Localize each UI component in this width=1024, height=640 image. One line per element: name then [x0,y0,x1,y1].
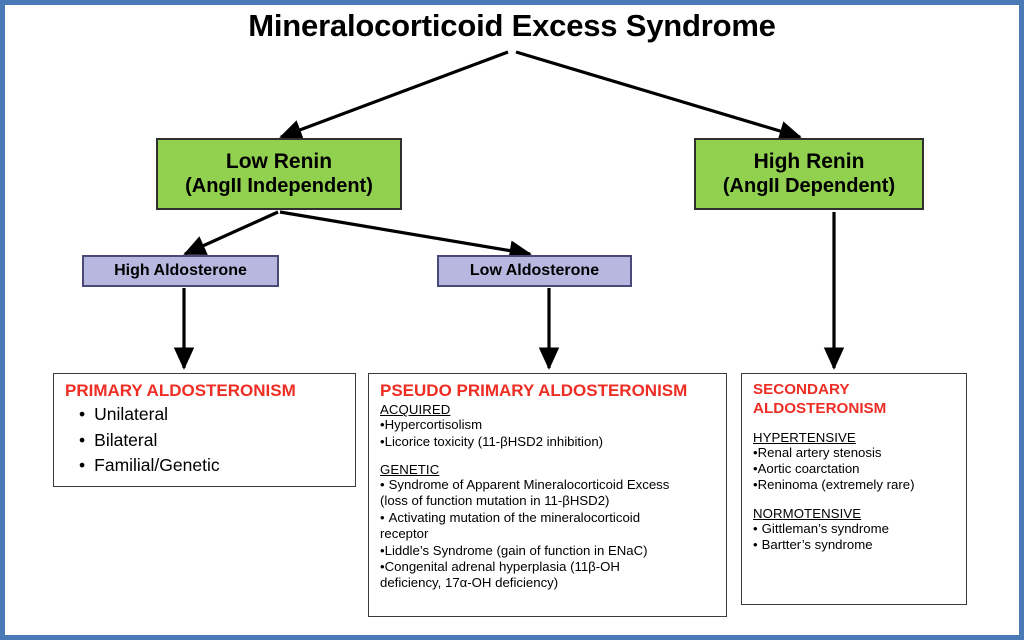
node-low-renin[interactable]: Low Renin (AngII Independent) [156,138,402,210]
node-primary-aldosteronism[interactable]: PRIMARY ALDOSTERONISM Unilateral Bilater… [53,373,356,487]
high-renin-line2: (AngII Dependent) [722,174,896,197]
list-item: Hypercortisolism [380,417,717,433]
normotensive-heading: NORMOTENSIVE [753,505,862,521]
genetic-heading: GENETIC [380,462,440,478]
list-item-cont: receptor [380,526,429,542]
list-item: Activating mutation of the mineralocorti… [380,510,717,526]
list-item: Bartter’s syndrome [753,537,957,553]
low-aldosterone-label: Low Aldosterone [469,262,600,279]
secondary-heading-line1: SECONDARY [753,381,850,398]
acquired-heading: ACQUIRED [380,402,451,418]
node-secondary-aldosteronism[interactable]: SECONDARY ALDOSTERONISM HYPERTENSIVE Ren… [741,373,967,605]
pseudo-heading: PSEUDO PRIMARY ALDOSTERONISM [380,381,688,400]
node-low-aldosterone[interactable]: Low Aldosterone [437,255,632,287]
hypertensive-heading: HYPERTENSIVE [753,429,856,445]
list-item: Licorice toxicity (11-βHSD2 inhibition) [380,434,717,450]
list-item: Congenital adrenal hyperplasia (11β-OH [380,559,717,575]
primary-list: Unilateral Bilateral Familial/Genetic [65,402,346,478]
list-item: Reninoma (extremely rare) [753,477,957,493]
high-aldosterone-label: High Aldosterone [114,262,247,279]
low-renin-line2: (AngII Independent) [185,174,373,197]
list-item: Unilateral [65,402,346,427]
primary-heading: PRIMARY ALDOSTERONISM [65,381,296,400]
low-renin-line1: Low Renin [225,149,333,173]
node-pseudo-primary-aldosteronism[interactable]: PSEUDO PRIMARY ALDOSTERONISM ACQUIRED Hy… [368,373,727,617]
list-item-cont: deficiency, 17α-OH deficiency) [380,575,559,591]
list-item: Familial/Genetic [65,453,346,478]
list-item: Aortic coarctation [753,461,957,477]
list-item: Liddle’s Syndrome (gain of function in E… [380,543,717,559]
list-item-cont: (loss of function mutation in 11-βHSD2) [380,493,610,509]
list-item: Gittleman’s syndrome [753,521,957,537]
high-renin-line1: High Renin [753,149,865,173]
list-item: Bilateral [65,428,346,453]
node-high-renin[interactable]: High Renin (AngII Dependent) [694,138,924,210]
page-title: Mineralocorticoid Excess Syndrome [248,8,776,43]
list-item: Syndrome of Apparent Mineralocorticoid E… [380,477,717,493]
list-item: Renal artery stenosis [753,445,957,461]
node-high-aldosterone[interactable]: High Aldosterone [82,255,279,287]
secondary-heading-line2: ALDOSTERONISM [753,400,887,418]
